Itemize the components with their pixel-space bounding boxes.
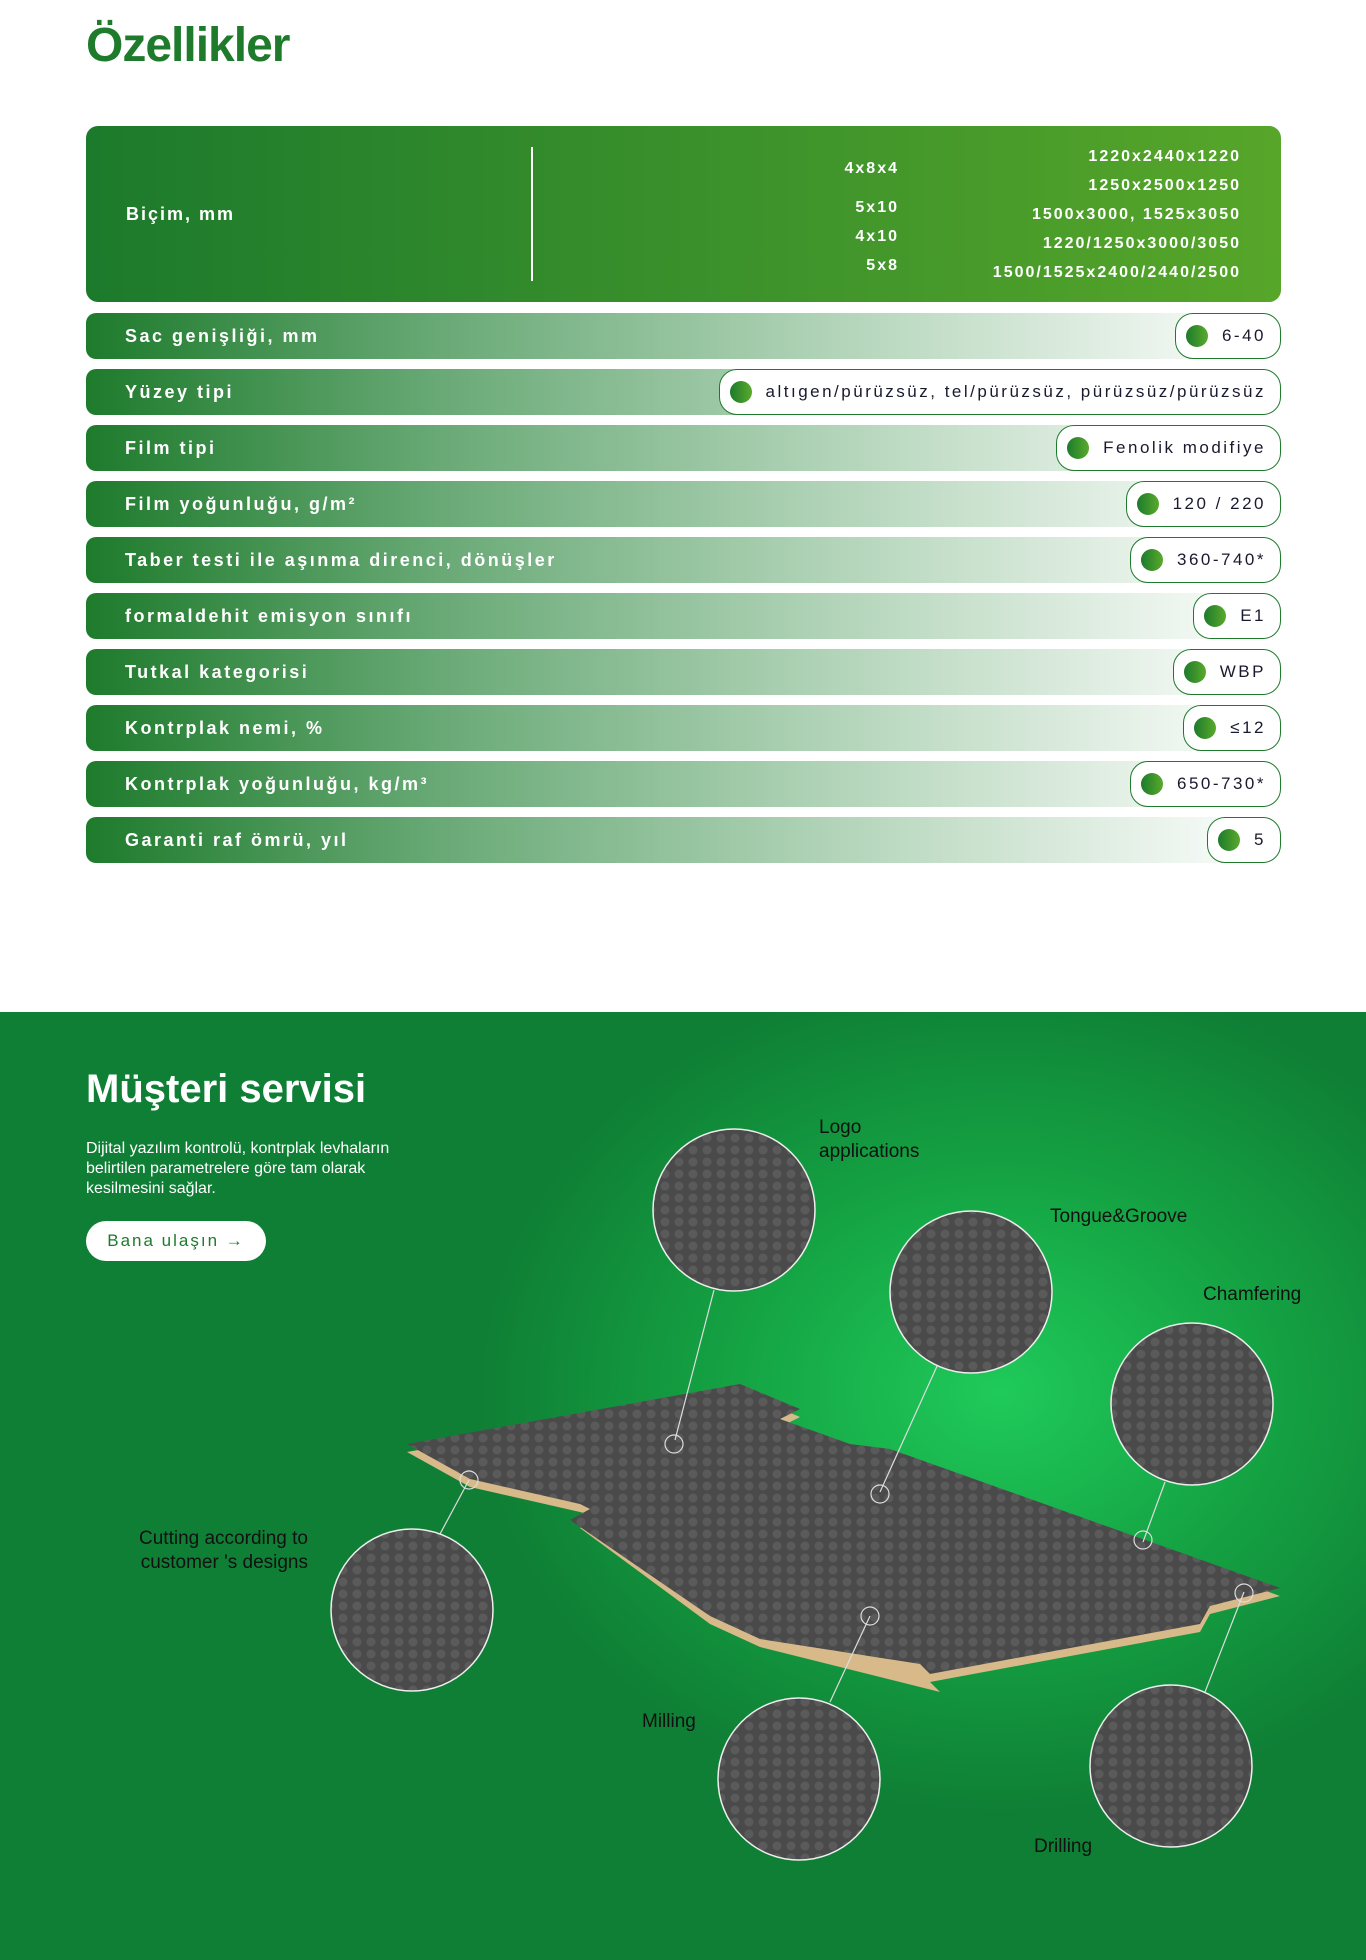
format-code: 5x10 bbox=[855, 199, 899, 216]
spec-label: Taber testi ile aşınma direnci, dönüşler bbox=[125, 550, 557, 570]
feature-label-logo: Logo applications bbox=[819, 1117, 920, 1162]
spec-row: Sac genişliği, mm 6-40 bbox=[86, 313, 1281, 359]
spec-value: 650-730* bbox=[1176, 774, 1266, 793]
spec-row: Garanti raf ömrü, yıl 5 bbox=[86, 817, 1281, 863]
spec-row: Taber testi ile aşınma direnci, dönüşler… bbox=[86, 537, 1281, 583]
format-size: 1220x2440x1220 bbox=[1088, 148, 1241, 165]
cutting-detail-circle bbox=[330, 1528, 494, 1692]
spec-label: Yüzey tipi bbox=[125, 382, 235, 402]
bullet-dot-icon bbox=[1067, 437, 1090, 459]
spec-row: Yüzey tipi altıgen/pürüzsüz, tel/pürüzsüz… bbox=[86, 369, 1281, 415]
spec-row: Kontrplak nemi, % ≤12 bbox=[86, 705, 1281, 751]
spec-label: Sac genişliği, mm bbox=[125, 326, 320, 346]
bullet-dot-icon bbox=[729, 381, 752, 403]
spec-value-pill: 360-740* bbox=[1129, 537, 1281, 583]
format-size: 1220/1250x3000/3050 bbox=[1042, 235, 1241, 252]
spec-label: Film yoğunluğu, g/m² bbox=[125, 494, 357, 514]
format-code: 4x10 bbox=[855, 228, 899, 245]
spec-value: E1 bbox=[1240, 606, 1266, 625]
feature-label-cutting: Cutting according to customer 's designs bbox=[139, 1528, 308, 1573]
bullet-dot-icon bbox=[1194, 717, 1217, 739]
spec-value: 360-740* bbox=[1176, 550, 1266, 569]
spec-value: altıgen/pürüzsüz, tel/pürüzsüz, pürüzsüz… bbox=[765, 382, 1266, 401]
spec-value-pill: WBP bbox=[1172, 649, 1281, 695]
format-code: 4x8x4 bbox=[844, 160, 899, 177]
format-sizes: 1220x2440x1220 1250x2500x1250 1500x3000,… bbox=[993, 142, 1241, 287]
divider bbox=[531, 147, 533, 281]
feature-label-chamfering: Chamfering bbox=[1203, 1284, 1302, 1305]
spec-row: formaldehit emisyon sınıfı E1 bbox=[86, 593, 1281, 639]
spec-value-pill: 120 / 220 bbox=[1125, 481, 1281, 527]
spec-value: 6-40 bbox=[1221, 326, 1266, 345]
spec-value: 120 / 220 bbox=[1172, 494, 1266, 513]
bullet-dot-icon bbox=[1204, 605, 1227, 627]
bullet-dot-icon bbox=[1140, 549, 1163, 571]
spec-row: Film yoğunluğu, g/m² 120 / 220 bbox=[86, 481, 1281, 527]
format-label: Biçim, mm bbox=[126, 204, 236, 224]
feature-label-tongue-groove: Tongue&Groove bbox=[1050, 1206, 1188, 1227]
format-row: Biçim, mm 4x8x4 5x10 4x10 5x8 1220x2440x… bbox=[86, 126, 1281, 302]
contact-button[interactable]: Bana ulaşın → bbox=[86, 1221, 266, 1261]
drilling-detail-circle bbox=[1089, 1684, 1253, 1848]
spec-value-pill: 6-40 bbox=[1174, 313, 1281, 359]
spec-value: WBP bbox=[1219, 662, 1266, 681]
spec-label: formaldehit emisyon sınıfı bbox=[125, 606, 414, 626]
spec-value-pill: Fenolik modifiye bbox=[1056, 425, 1281, 471]
service-description: Dijital yazılım kontrolü, kontrplak levh… bbox=[86, 1140, 390, 1197]
bullet-dot-icon bbox=[1218, 829, 1241, 851]
service-title: Müşteri servisi bbox=[86, 1067, 367, 1111]
spec-value-pill: ≤12 bbox=[1183, 705, 1281, 751]
feature-label-milling: Milling bbox=[642, 1711, 696, 1732]
spec-value-pill: 5 bbox=[1207, 817, 1281, 863]
spec-label: Tutkal kategorisi bbox=[125, 662, 310, 682]
customer-service-section: Müşteri servisi Dijital yazılım kontrolü… bbox=[0, 1012, 1366, 1960]
spec-value: Fenolik modifiye bbox=[1103, 438, 1266, 457]
milling-detail-circle bbox=[717, 1697, 881, 1861]
format-size: 1500x3000, 1525x3050 bbox=[1031, 206, 1241, 223]
bullet-dot-icon bbox=[1140, 773, 1163, 795]
spec-row: Film tipi Fenolik modifiye bbox=[86, 425, 1281, 471]
chamfer-detail-circle bbox=[1110, 1322, 1274, 1486]
spec-value-pill: 650-730* bbox=[1129, 761, 1281, 807]
spec-value: 5 bbox=[1254, 830, 1266, 849]
spec-label: Garanti raf ömrü, yıl bbox=[125, 830, 349, 850]
format-codes: 4x8x4 5x10 4x10 5x8 bbox=[845, 154, 900, 280]
spec-label: Kontrplak nemi, % bbox=[125, 718, 325, 738]
bullet-dot-icon bbox=[1136, 493, 1159, 515]
spec-value-pill: E1 bbox=[1193, 593, 1281, 639]
format-size: 1250x2500x1250 bbox=[1088, 177, 1241, 194]
bullet-dot-icon bbox=[1183, 661, 1206, 683]
spec-row: Tutkal kategorisi WBP bbox=[86, 649, 1281, 695]
bullet-dot-icon bbox=[1185, 325, 1208, 347]
spec-value: ≤12 bbox=[1230, 718, 1266, 737]
spec-value-pill: altıgen/pürüzsüz, tel/pürüzsüz, pürüzsüz… bbox=[718, 369, 1281, 415]
spec-label: Film tipi bbox=[125, 438, 217, 458]
format-size: 1500/1525x2400/2440/2500 bbox=[992, 264, 1241, 281]
spec-label: Kontrplak yoğunluğu, kg/m³ bbox=[125, 774, 429, 794]
page-title: Özellikler bbox=[86, 19, 290, 72]
spec-row: Kontrplak yoğunluğu, kg/m³ 650-730* bbox=[86, 761, 1281, 807]
feature-label-drilling: Drilling bbox=[1034, 1836, 1093, 1857]
logo-detail-circle bbox=[652, 1128, 816, 1292]
tongue-groove-detail-circle bbox=[889, 1210, 1053, 1374]
format-code: 5x8 bbox=[866, 257, 899, 274]
plywood-board-illustration bbox=[330, 1128, 1280, 1861]
